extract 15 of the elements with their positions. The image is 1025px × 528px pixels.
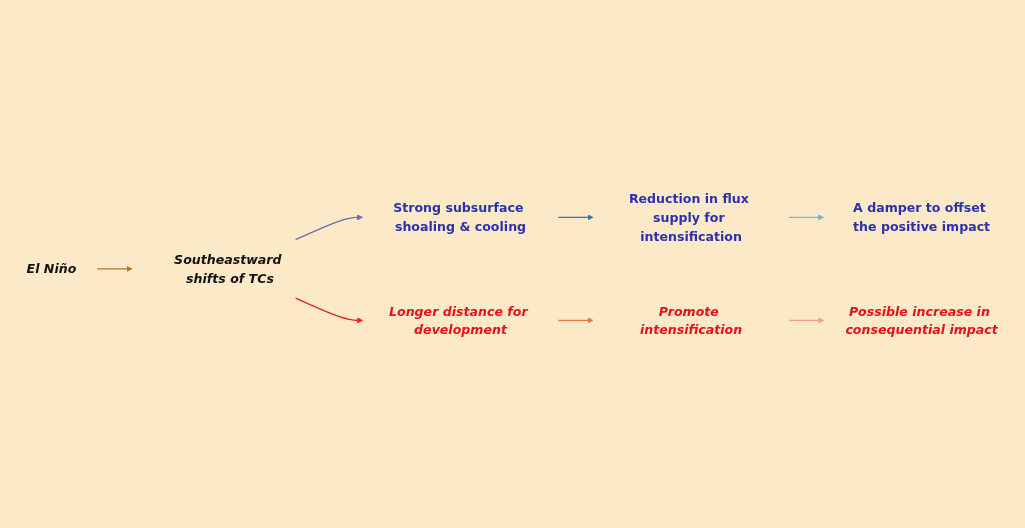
node-text: A damper to offset the positive impact xyxy=(853,200,991,234)
arrow xyxy=(96,265,133,272)
node-text: Possible increase in consequential impact xyxy=(845,303,998,337)
node-text: Southeastward shifts of TCs xyxy=(174,251,282,286)
arrow xyxy=(294,214,363,241)
node-text: El Niño xyxy=(26,261,77,277)
arrow xyxy=(294,297,363,324)
arrow xyxy=(557,214,594,221)
node-text: Longer distance for development xyxy=(389,303,528,337)
node-text: Reduction in flux supply for intensification xyxy=(628,190,749,244)
arrow xyxy=(788,214,825,221)
arrow xyxy=(557,317,594,324)
node-text: Strong subsurface shoaling & cooling xyxy=(393,200,527,234)
arrow xyxy=(788,317,825,324)
node-text: Promote intensification xyxy=(639,303,743,337)
